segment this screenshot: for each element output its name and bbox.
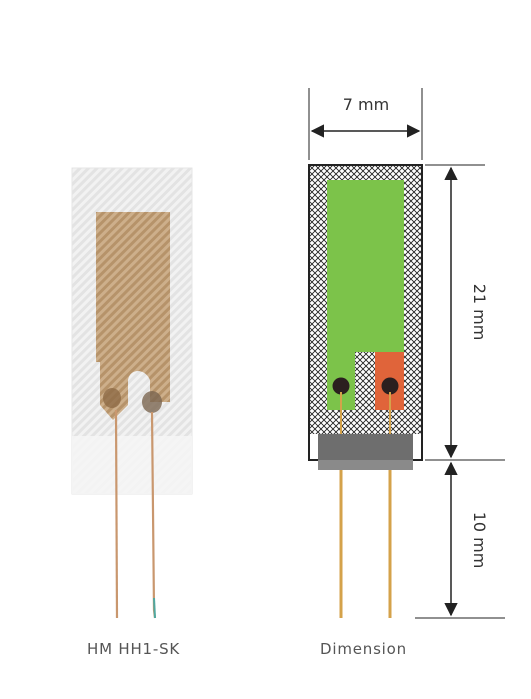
lead-wire-right-tip [153,597,156,619]
measuring-grid-green [327,180,404,410]
dimension-drawing: 7 mm 21 mm 10 mm [308,88,505,619]
dimension-caption: Dimension [320,640,407,658]
length-label: 21 mm [470,284,489,341]
lead-label: 10 mm [470,512,489,569]
width-label: 7 mm [343,95,389,114]
sensor-backing-lower-band [72,436,192,494]
sensor-photo [71,167,193,619]
solder-point-left [332,377,350,395]
terminal-base [318,460,413,470]
terminal-block [318,434,413,460]
solder-point-right [381,377,399,395]
solder-pad-right [142,391,162,413]
solder-pad-left [103,388,121,408]
copper-foil-grid [96,212,170,420]
product-caption: HM HH1-SK [87,640,181,658]
lead-wire-left [114,409,119,619]
